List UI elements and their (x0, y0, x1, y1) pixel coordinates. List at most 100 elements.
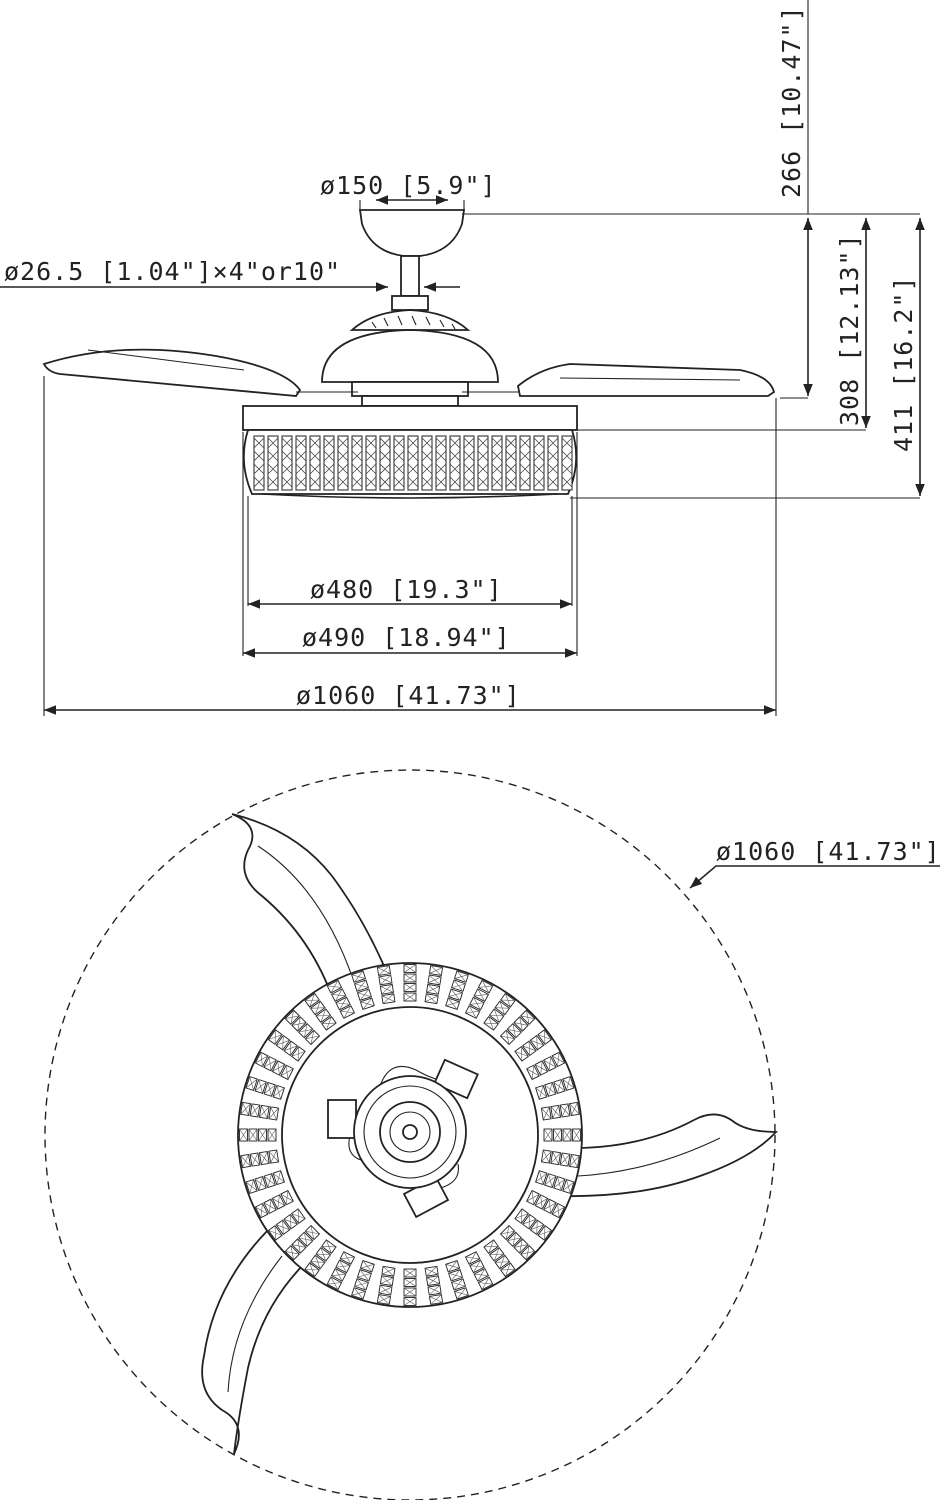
crystal-bead (267, 1208, 306, 1241)
crystal-column (505, 435, 517, 491)
crystal-bead (254, 1051, 294, 1081)
motor-center (402, 1124, 418, 1140)
extension-lines (43, 0, 920, 716)
side-view: ø150 [5.9"] ø26.5 [1.04"]×4"or10" 266 [1… (0, 0, 925, 716)
crystal-bead (526, 1051, 566, 1081)
blade-bottom (201, 1228, 308, 1455)
motor-vents (371, 315, 456, 330)
leader-line (689, 865, 940, 889)
crystal-bead (483, 1239, 516, 1278)
crystal-bead (267, 1029, 306, 1062)
right-blade (517, 363, 776, 397)
label-height-308: 308 [12.13"] (835, 233, 864, 426)
left-blade (42, 348, 302, 397)
crystal-bead (304, 992, 337, 1031)
motor-plate-ring (363, 1085, 457, 1179)
crystal-bead (245, 1170, 285, 1194)
motor-housing (321, 329, 499, 383)
crystal-column (267, 435, 279, 491)
label-shade-480: ø480 [19.3"] (310, 575, 503, 604)
crystal-bead (464, 979, 494, 1019)
crystal-column (337, 435, 349, 491)
crystal-bead (284, 1009, 321, 1046)
crystal-bead (245, 1076, 285, 1100)
shade-top-plate (242, 405, 578, 431)
right-blade-groove (559, 377, 741, 381)
crystal-bead (284, 1224, 321, 1261)
crystal-column (533, 435, 545, 491)
crystal-column (435, 435, 447, 491)
crystal-bead (351, 970, 375, 1010)
crystal-column (393, 435, 405, 491)
crystal-bead (376, 1265, 396, 1305)
crystal-bead (514, 1029, 553, 1062)
wire-loop-top (379, 1065, 441, 1087)
crystal-bead (464, 1251, 494, 1291)
label-height-411: 411 [16.2"] (889, 275, 918, 452)
downrod (400, 255, 420, 297)
side-crystal-row (253, 435, 573, 491)
crystal-bead (304, 1239, 337, 1278)
crystal-column (519, 435, 531, 491)
crystal-bead (526, 1189, 566, 1219)
crystal-column (281, 435, 293, 491)
crystal-bead (403, 964, 417, 1002)
blade-right (554, 1113, 779, 1198)
crystal-bead (376, 965, 396, 1005)
crystal-column (295, 435, 307, 491)
crystal-bead (239, 1128, 277, 1142)
crystal-column (421, 435, 433, 491)
crystal-column (561, 435, 573, 491)
crystal-bead (351, 1260, 375, 1300)
crystal-column (323, 435, 335, 491)
blade-top-groove (257, 845, 355, 983)
crystal-bead (424, 965, 444, 1005)
crystal-bead (540, 1149, 580, 1169)
label-shade-490: ø490 [18.94"] (302, 623, 511, 652)
downrod-collar (391, 295, 429, 311)
label-span-top: ø1060 [41.73"] (716, 837, 940, 866)
crystal-bead (326, 979, 356, 1019)
crystal-bead (254, 1189, 294, 1219)
motor-hub-inner (389, 1111, 431, 1153)
crystal-bead (535, 1170, 575, 1194)
crystal-bead (499, 1009, 536, 1046)
crystal-column (491, 435, 503, 491)
motor-crown (349, 309, 471, 331)
motor-base (361, 395, 459, 407)
crystal-column (477, 435, 489, 491)
crystal-bead (499, 1224, 536, 1261)
blade-right-groove (577, 1137, 721, 1177)
crystal-column (365, 435, 377, 491)
label-canopy-diameter: ø150 [5.9"] (320, 171, 497, 200)
crystal-column (449, 435, 461, 491)
label-drop-266: 266 [10.47"] (777, 5, 806, 198)
blade-sweep-circle (44, 769, 776, 1500)
crystal-bead (326, 1251, 356, 1291)
crystal-bead (535, 1076, 575, 1100)
crystal-bead (445, 970, 469, 1010)
crystal-column (547, 435, 559, 491)
light-module-1 (327, 1099, 357, 1139)
crystal-bead (424, 1265, 444, 1305)
shade-bottom-rim (261, 493, 559, 499)
canopy (358, 209, 466, 257)
crystal-bead (240, 1101, 280, 1121)
label-span-side: ø1060 [41.73"] (296, 681, 521, 710)
crystal-column (379, 435, 391, 491)
top-view: ø1060 [41.73"] (44, 769, 940, 1500)
dimension-lines (0, 195, 925, 715)
crystal-bead (240, 1149, 280, 1169)
crystal-bead (540, 1101, 580, 1121)
motor-lower-band (351, 381, 469, 397)
light-module-2 (433, 1058, 479, 1100)
center-motor (327, 1058, 479, 1219)
crystal-bead (543, 1128, 581, 1142)
crystal-bead (514, 1208, 553, 1241)
crystal-column (407, 435, 419, 491)
crystal-column (309, 435, 321, 491)
blade-bottom-groove (227, 1255, 283, 1393)
crystal-bead (483, 992, 516, 1031)
crystal-bead (445, 1260, 469, 1300)
crystal-ring (239, 964, 581, 1306)
